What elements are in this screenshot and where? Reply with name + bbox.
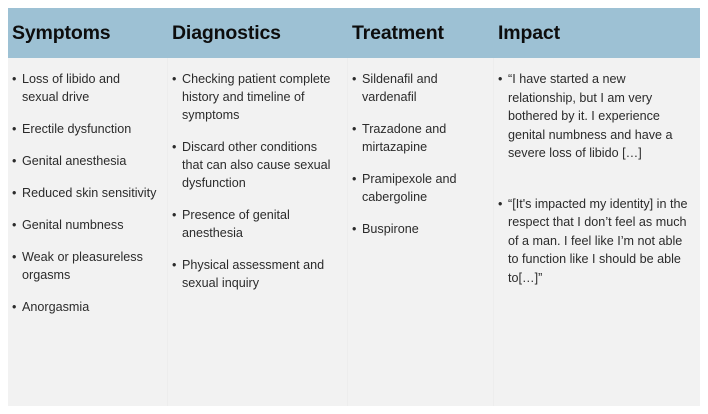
table-cell-symptoms: Loss of libido and sexual drive Erectile… [8, 58, 168, 406]
list-item: Presence of genital anesthesia [172, 206, 337, 242]
column-header-label: Diagnostics [172, 21, 281, 44]
table-cell-impact: “I have started a new relationship, but … [494, 58, 700, 406]
quote-spacer [498, 163, 690, 195]
list-item: Trazadone and mirtazapine [352, 120, 483, 156]
list-item: Erectile dysfunction [12, 120, 157, 138]
list-item: Buspirone [352, 220, 483, 238]
table-cell-diagnostics: Checking patient complete history and ti… [168, 58, 348, 406]
list-item: Pramipexole and cabergoline [352, 170, 483, 206]
symptoms-list: Loss of libido and sexual drive Erectile… [12, 70, 157, 316]
treatment-list: Sildenafil and vardenafil Trazadone and … [352, 70, 483, 238]
list-item: Anorgasmia [12, 298, 157, 316]
list-item: Checking patient complete history and ti… [172, 70, 337, 124]
diagnostics-list: Checking patient complete history and ti… [172, 70, 337, 292]
column-header-label: Treatment [352, 21, 444, 44]
table-body-row: Loss of libido and sexual drive Erectile… [8, 58, 700, 406]
table-cell-treatment: Sildenafil and vardenafil Trazadone and … [348, 58, 494, 406]
column-header-impact: Impact [494, 8, 700, 58]
list-item: Discard other conditions that can also c… [172, 138, 337, 192]
list-item: Sildenafil and vardenafil [352, 70, 483, 106]
patient-quote: “[It's impacted my identity] in the resp… [498, 195, 690, 288]
table-header-row: Symptoms Diagnostics Treatment Impact [8, 8, 700, 58]
list-item: Genital numbness [12, 216, 157, 234]
list-item: Weak or pleasureless orgasms [12, 248, 157, 284]
comparison-table: Symptoms Diagnostics Treatment Impact Lo… [8, 8, 700, 406]
column-header-label: Impact [498, 21, 560, 44]
column-header-label: Symptoms [12, 21, 111, 44]
column-header-symptoms: Symptoms [8, 8, 168, 58]
list-item: Reduced skin sensitivity [12, 184, 157, 202]
list-item: Physical assessment and sexual inquiry [172, 256, 337, 292]
list-item: Loss of libido and sexual drive [12, 70, 157, 106]
patient-quote: “I have started a new relationship, but … [498, 70, 690, 163]
column-header-treatment: Treatment [348, 8, 494, 58]
column-header-diagnostics: Diagnostics [168, 8, 348, 58]
list-item: Genital anesthesia [12, 152, 157, 170]
